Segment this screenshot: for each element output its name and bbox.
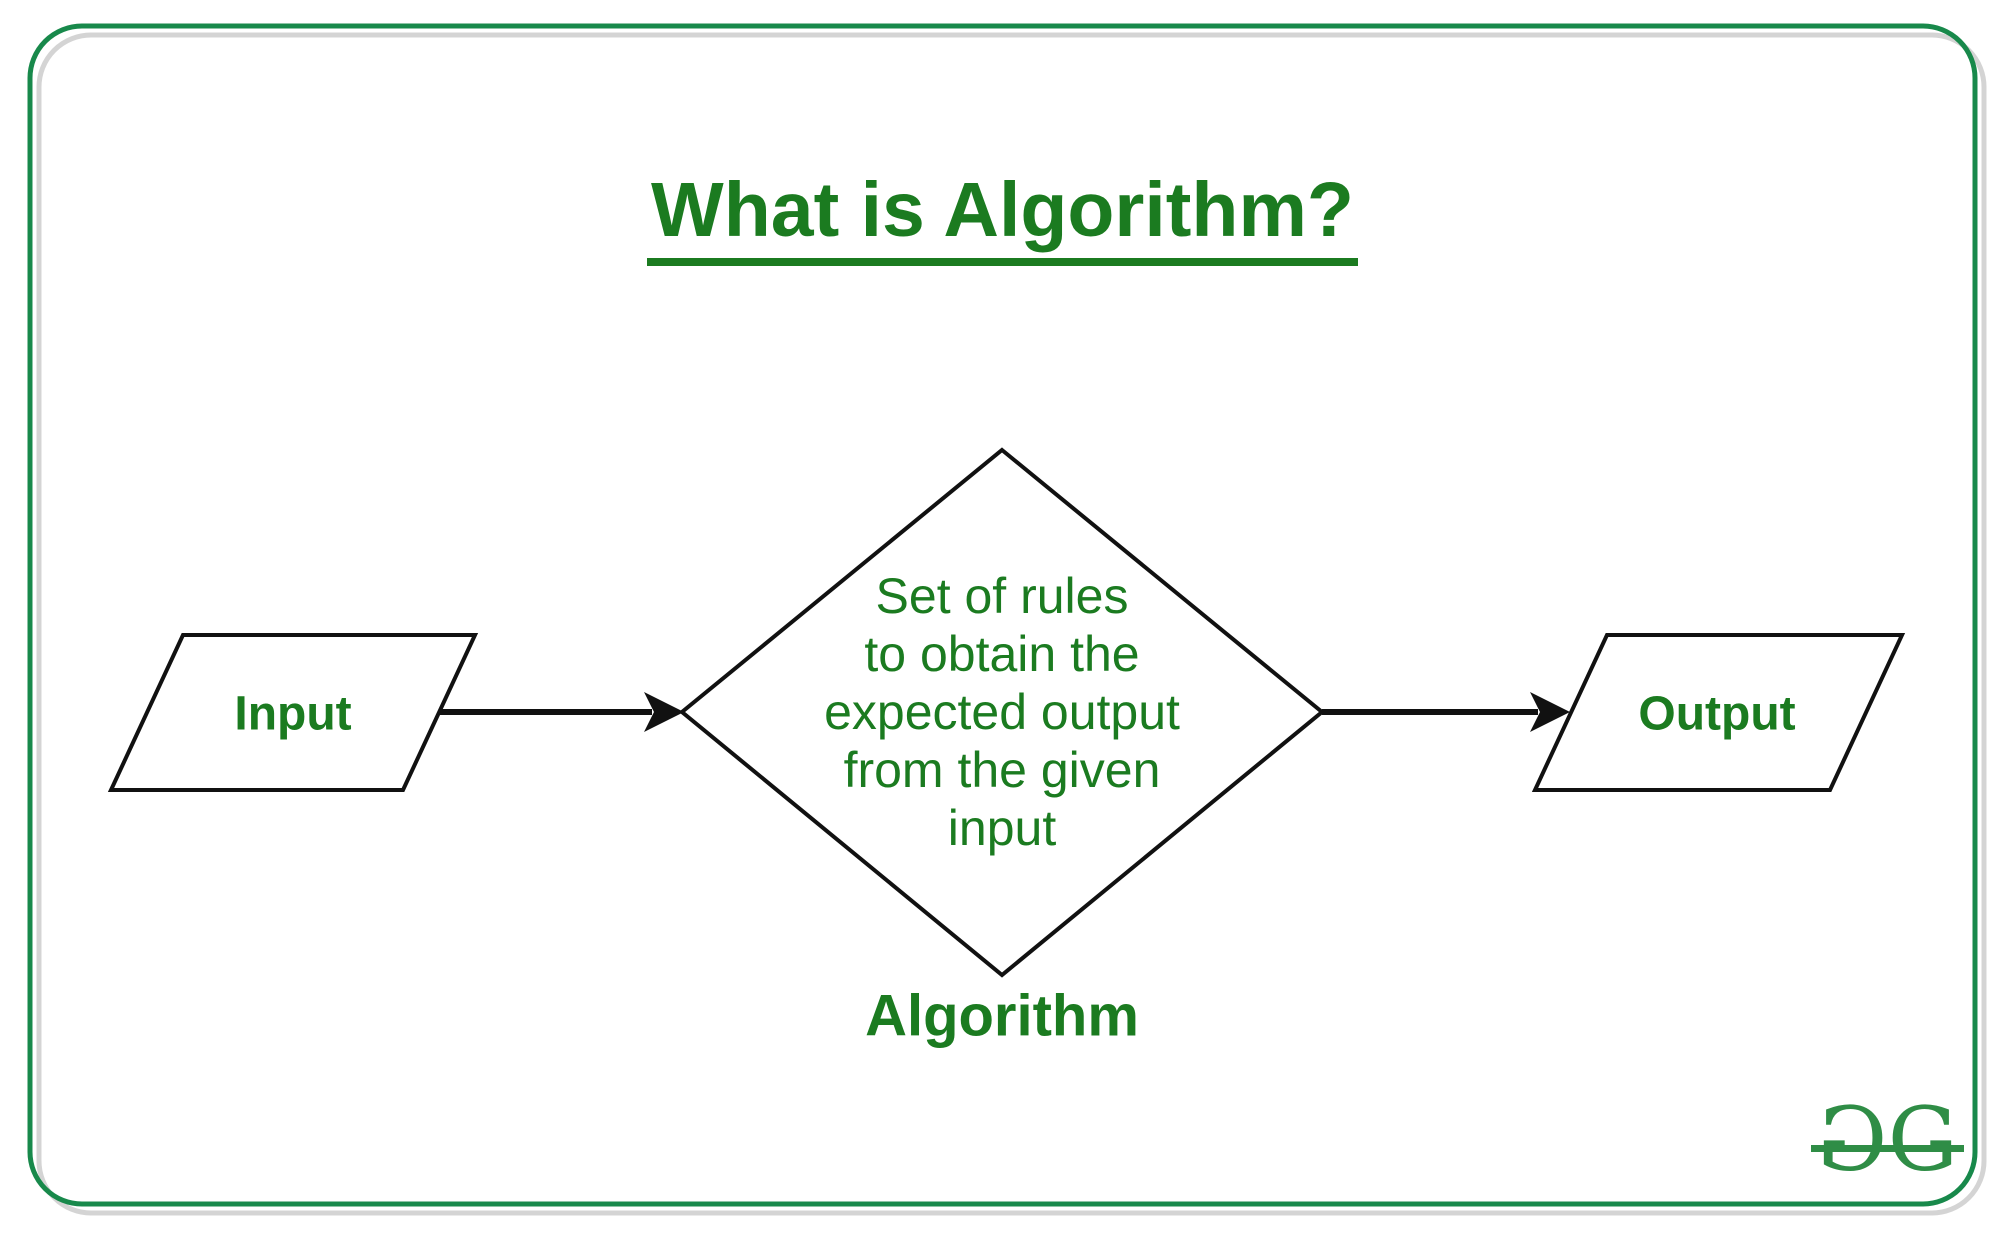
input-node-label: Input: [234, 687, 352, 741]
frame-border: [27, 23, 1978, 1207]
input-parallelogram: [107, 633, 479, 792]
diamond-text-line: expected output: [824, 684, 1180, 740]
geeksforgeeks-logo-icon: GG: [1811, 1088, 1965, 1192]
diamond-description-text: Set of rules to obtain the expected outp…: [824, 567, 1180, 857]
page-title: What is Algorithm?: [647, 168, 1358, 266]
logo-letter-g: G: [1887, 1088, 1958, 1192]
algorithm-caption: Algorithm: [865, 983, 1139, 1049]
decision-diamond: [678, 447, 1326, 978]
output-node-label: Output: [1638, 687, 1796, 741]
title-wrap: What is Algorithm?: [0, 168, 2005, 266]
diamond-text-line: to obtain the: [864, 626, 1140, 682]
diamond-text-line: from the given: [843, 742, 1161, 798]
output-parallelogram: [1531, 633, 1906, 792]
frame-shadow: [36, 32, 1987, 1216]
logo-letter-mirrored-g: G: [1820, 1088, 1888, 1192]
diamond-text-line: Set of rules: [875, 568, 1129, 624]
arrow-input-to-algorithm-head: [644, 692, 684, 732]
logo-crossbar: [1811, 1145, 1965, 1153]
diamond-text-line: input: [947, 800, 1057, 856]
arrow-algorithm-to-output-head: [1530, 692, 1570, 732]
